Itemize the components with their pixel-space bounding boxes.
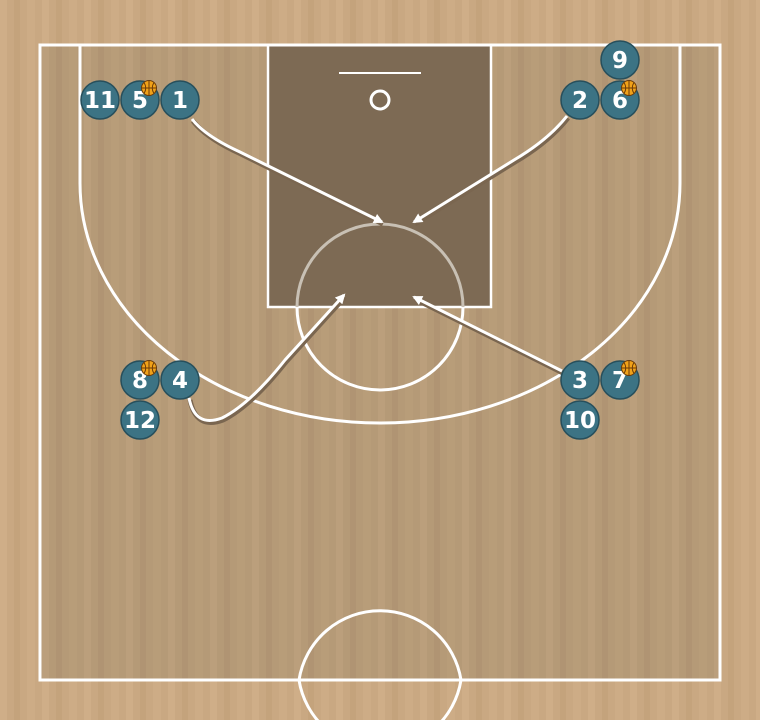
player-number: 10 xyxy=(564,408,596,434)
player-marker xyxy=(560,80,600,120)
player-4[interactable]: 4 xyxy=(160,360,200,400)
free-throw-circle xyxy=(295,306,465,392)
center-circle-lower xyxy=(297,679,463,720)
player-3[interactable]: 3 xyxy=(560,360,600,400)
player-number: 2 xyxy=(572,88,588,114)
three-point-line xyxy=(78,45,682,425)
player-number: 12 xyxy=(124,408,156,434)
player-2[interactable]: 2 xyxy=(560,80,600,120)
player-marker xyxy=(80,80,120,120)
player-number: 9 xyxy=(612,48,628,74)
movement-paths xyxy=(187,115,570,425)
player-number: 6 xyxy=(612,88,628,114)
player-marker xyxy=(600,40,640,80)
player-number: 1 xyxy=(172,88,188,114)
player-10[interactable]: 10 xyxy=(560,400,600,440)
player-marker xyxy=(120,400,160,440)
paint-area xyxy=(268,45,491,307)
player-marker xyxy=(560,400,600,440)
player-number: 11 xyxy=(84,88,116,114)
player-1[interactable]: 1 xyxy=(160,80,200,120)
center-circle xyxy=(297,609,463,681)
player-11[interactable]: 11 xyxy=(80,80,120,120)
basketball-icon xyxy=(141,360,157,376)
basketball-icon xyxy=(621,80,637,96)
basketball-icon xyxy=(621,360,637,376)
player-9[interactable]: 9 xyxy=(600,40,640,80)
player-number: 7 xyxy=(612,368,628,394)
player-6[interactable]: 6 xyxy=(600,80,640,120)
path-player-2 xyxy=(412,115,570,227)
player-8[interactable]: 8 xyxy=(120,360,160,400)
player-number: 5 xyxy=(132,88,148,114)
player-7[interactable]: 7 xyxy=(600,360,640,400)
path-player-3 xyxy=(412,295,565,376)
basketball-icon xyxy=(141,80,157,96)
player-marker xyxy=(160,360,200,400)
player-marker xyxy=(160,80,200,120)
path-player-4 xyxy=(187,293,347,425)
player-number: 3 xyxy=(572,368,588,394)
player-12[interactable]: 12 xyxy=(120,400,160,440)
path-player-1 xyxy=(190,118,385,227)
player-5[interactable]: 5 xyxy=(120,80,160,120)
player-marker xyxy=(560,360,600,400)
basket xyxy=(369,89,391,111)
player-number: 8 xyxy=(132,368,148,394)
player-number: 4 xyxy=(172,368,188,394)
